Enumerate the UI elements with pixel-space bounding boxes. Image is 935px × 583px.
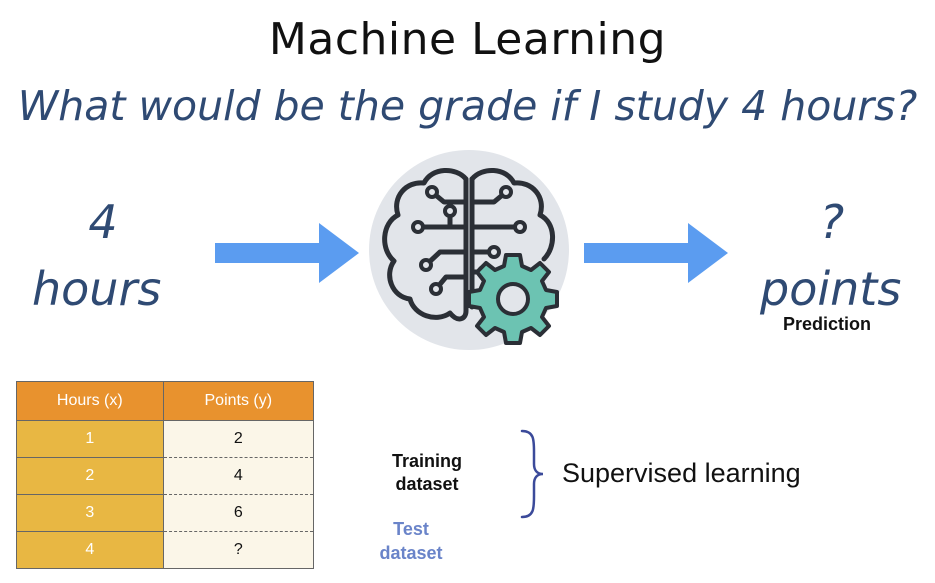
data-table: Hours (x) Points (y) 1 2 2 4 3 6 4 ? — [16, 381, 315, 569]
table-row: 3 6 — [16, 494, 315, 532]
hours-cell: 3 — [16, 494, 164, 532]
output-number: ? — [819, 195, 845, 249]
column-header-hours: Hours (x) — [16, 381, 164, 421]
right-arrow-icon — [584, 223, 728, 283]
hours-cell: 1 — [16, 420, 164, 458]
table-row: 2 4 — [16, 457, 315, 495]
points-cell: ? — [162, 531, 315, 569]
table-header-row: Hours (x) Points (y) — [16, 381, 315, 421]
right-arrow-icon — [215, 223, 359, 283]
page-title: Machine Learning — [268, 14, 667, 65]
question-text: What would be the grade if I study 4 hou… — [17, 82, 918, 130]
gear-icon — [467, 253, 559, 345]
training-dataset-label: Training dataset — [391, 451, 462, 494]
hours-cell: 2 — [16, 457, 164, 495]
points-cell: 4 — [162, 457, 315, 495]
brain-gear-icon — [369, 150, 569, 350]
input-unit: hours — [32, 262, 162, 316]
supervised-learning-label: Supervised learning — [562, 458, 801, 488]
points-cell: 6 — [162, 494, 315, 532]
test-dataset-label: Test dataset — [379, 519, 443, 563]
hours-cell: 4 — [16, 531, 164, 569]
curly-brace-icon — [520, 429, 544, 519]
prediction-caption: Prediction — [783, 314, 872, 334]
input-number: 4 — [88, 195, 118, 249]
points-cell: 2 — [162, 420, 315, 458]
column-header-points: Points (y) — [162, 381, 315, 421]
output-unit: points — [760, 262, 902, 316]
table-row: 1 2 — [16, 420, 315, 458]
table-row: 4 ? — [16, 531, 315, 569]
